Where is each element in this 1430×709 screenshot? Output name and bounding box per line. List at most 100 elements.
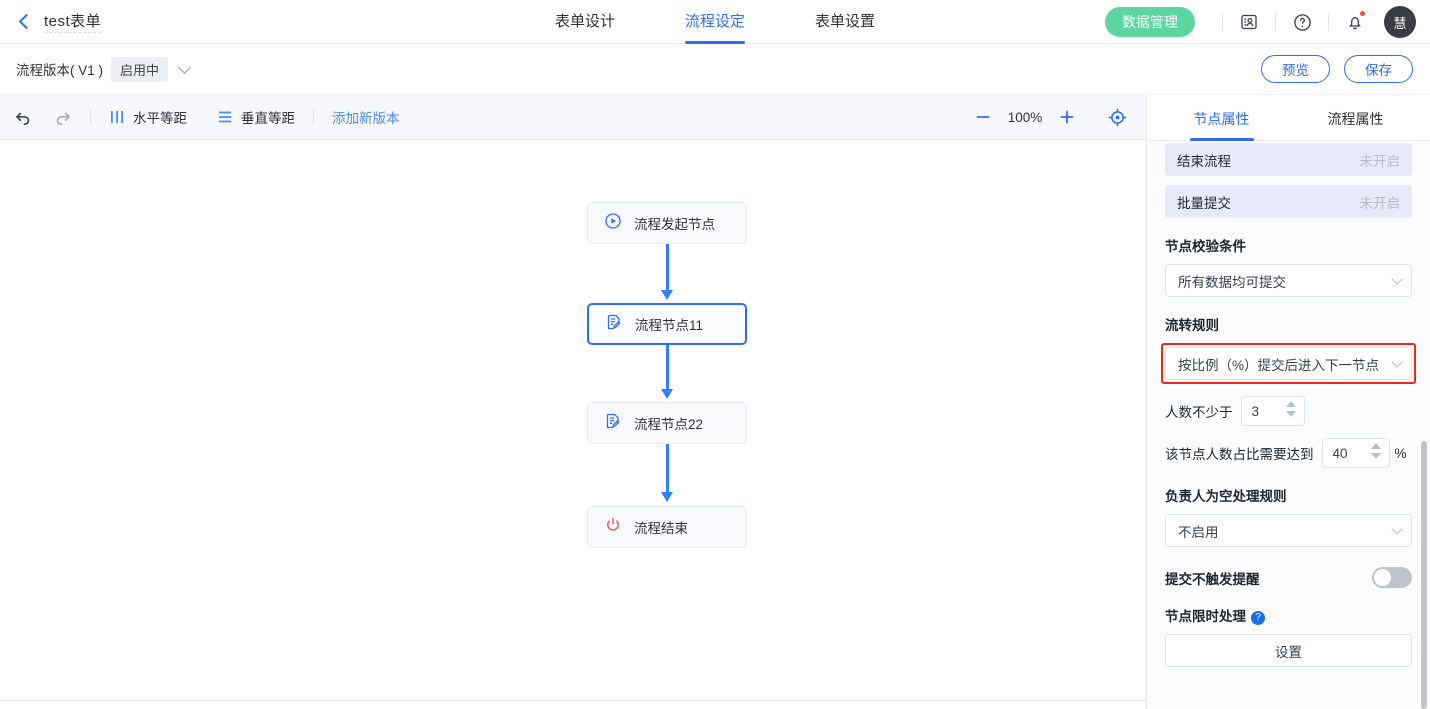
chevron-down-icon — [1391, 522, 1403, 535]
select-value: 不启用 — [1178, 524, 1219, 540]
panel-tabs: 节点属性 流程属性 — [1147, 95, 1430, 141]
flow-node-label: 流程节点11 — [635, 318, 704, 333]
align-horizontal-icon — [111, 111, 123, 123]
tab-flow-properties[interactable]: 流程属性 — [1327, 110, 1384, 127]
flow-node-label: 流程结束 — [634, 521, 688, 536]
top-right-actions: 数据管理 — [1105, 0, 1416, 44]
redo-arrow-icon[interactable] — [53, 108, 72, 127]
edge-line — [666, 444, 669, 496]
panel-body: 结束流程 未开启 批量提交 未开启 节点校验条件 所有数据均可提交 流转规则 按… — [1147, 141, 1430, 709]
tab-node-properties[interactable]: 节点属性 — [1189, 95, 1254, 141]
top-bar: test表单 表单设计 流程设定 表单设置 数据管理 — [0, 0, 1430, 44]
edge-arrow-icon — [661, 389, 673, 399]
main-nav-tabs: 表单设计 流程设定 表单设置 — [0, 0, 1430, 44]
flow-diagram: 流程发起节点 流程节点11 — [587, 202, 747, 548]
save-button[interactable]: 保存 — [1344, 55, 1413, 83]
flow-edge — [587, 345, 747, 402]
flow-node-start[interactable]: 流程发起节点 — [587, 202, 747, 244]
divider — [90, 109, 91, 125]
preview-button[interactable]: 预览 — [1261, 55, 1330, 83]
edge-line — [666, 244, 669, 294]
row-batch-submit[interactable]: 批量提交 未开启 — [1165, 185, 1412, 218]
zoom-level: 100% — [1007, 109, 1043, 125]
back-chevron-icon[interactable] — [18, 15, 32, 29]
tab-form-design[interactable]: 表单设计 — [554, 13, 615, 30]
tab-flow-settings[interactable]: 流程设定 — [684, 0, 746, 44]
no-remind-label: 提交不触发提醒 — [1165, 571, 1260, 587]
play-circle-icon — [604, 212, 622, 235]
ratio-unit: % — [1394, 445, 1407, 461]
no-remind-toggle[interactable] — [1372, 567, 1412, 588]
row-label: 结束流程 — [1177, 153, 1231, 169]
time-limit-settings-button[interactable]: 设置 — [1165, 634, 1412, 667]
chevron-down-icon[interactable] — [178, 60, 191, 74]
contact-card-icon[interactable] — [1236, 9, 1262, 35]
transfer-rule-label: 流转规则 — [1165, 318, 1219, 333]
flow-node-22[interactable]: 流程节点22 — [587, 402, 747, 444]
stepper-up-icon[interactable] — [1371, 443, 1381, 449]
select-value: 所有数据均可提交 — [1178, 274, 1286, 290]
ratio-input[interactable] — [1322, 445, 1361, 461]
help-circle-icon[interactable] — [1289, 9, 1315, 35]
align-vertical-button[interactable]: 垂直等距 — [217, 107, 295, 127]
align-horizontal-label: 水平等距 — [133, 111, 187, 126]
version-label: 流程版本( V1 ) — [16, 63, 104, 78]
min-people-label: 人数不少于 — [1165, 405, 1233, 420]
flow-node-label: 流程节点22 — [634, 417, 704, 432]
divider — [313, 109, 314, 125]
flow-canvas[interactable]: 流程发起节点 流程节点11 — [0, 140, 1146, 709]
ratio-label: 该节点人数占比需要达到 — [1165, 447, 1314, 462]
back-and-title: test表单 — [0, 10, 102, 33]
stepper-down-icon[interactable] — [1371, 453, 1381, 459]
data-management-button[interactable]: 数据管理 — [1105, 7, 1195, 37]
edge-arrow-icon — [661, 290, 673, 300]
transfer-rule-select[interactable]: 按比例（%）提交后进入下一节点 — [1165, 347, 1412, 380]
min-people-row: 人数不少于 — [1165, 396, 1412, 426]
empty-owner-label: 负责人为空处理规则 — [1165, 489, 1287, 504]
transfer-rule-highlight: 按比例（%）提交后进入下一节点 — [1161, 343, 1416, 384]
undo-arrow-icon[interactable] — [14, 108, 33, 127]
crosshair-target-icon[interactable] — [1102, 102, 1132, 132]
row-end-flow[interactable]: 结束流程 未开启 — [1165, 143, 1412, 176]
stepper-up-icon[interactable] — [1286, 401, 1296, 407]
ratio-row: 该节点人数占比需要达到 % — [1165, 438, 1412, 468]
minus-icon[interactable] — [968, 102, 998, 132]
edge-arrow-icon — [661, 492, 673, 502]
ratio-stepper[interactable] — [1321, 438, 1390, 468]
validate-condition-label: 节点校验条件 — [1165, 239, 1246, 254]
tab-form-settings[interactable]: 表单设置 — [815, 13, 876, 30]
time-limit-label: 节点限时处理? — [1165, 605, 1412, 625]
divider — [1275, 13, 1276, 31]
canvas-horizontal-scrollbar[interactable] — [0, 700, 1146, 709]
align-horizontal-button[interactable]: 水平等距 — [109, 107, 187, 127]
stepper-arrows[interactable] — [1286, 401, 1297, 417]
version-actions: 预览 保存 — [1261, 55, 1413, 83]
version-bar: 流程版本( V1 ) 启用中 预览 保存 — [0, 44, 1430, 95]
add-new-version-link[interactable]: 添加新版本 — [332, 111, 400, 126]
bell-icon[interactable] — [1342, 9, 1368, 35]
zoom-controls: 100% — [968, 102, 1132, 132]
edit-document-icon — [604, 412, 622, 435]
stepper-arrows[interactable] — [1371, 443, 1382, 459]
align-vertical-icon — [219, 111, 231, 123]
flow-node-11[interactable]: 流程节点11 — [587, 303, 747, 345]
question-help-icon[interactable]: ? — [1251, 610, 1265, 625]
properties-panel: 节点属性 流程属性 结束流程 未开启 批量提交 未开启 节点校验条件 所有数据均… — [1146, 95, 1430, 709]
empty-owner-select[interactable]: 不启用 — [1165, 514, 1412, 547]
panel-scrollbar[interactable] — [1421, 441, 1427, 709]
avatar[interactable]: 慧 — [1384, 6, 1416, 38]
page-title: test表单 — [44, 10, 102, 33]
plus-icon[interactable] — [1052, 102, 1082, 132]
flow-edge — [587, 244, 747, 303]
flow-node-end[interactable]: 流程结束 — [587, 506, 747, 548]
row-label: 批量提交 — [1177, 195, 1231, 211]
divider — [1222, 13, 1223, 31]
validate-condition-select[interactable]: 所有数据均可提交 — [1165, 264, 1412, 297]
no-remind-row: 提交不触发提醒 — [1165, 567, 1412, 588]
stepper-down-icon[interactable] — [1286, 411, 1296, 417]
min-people-input[interactable] — [1241, 403, 1276, 419]
min-people-stepper[interactable] — [1240, 396, 1305, 426]
edit-document-icon — [605, 313, 623, 336]
canvas-toolbar: 水平等距 垂直等距 添加新版本 100% — [0, 95, 1146, 140]
power-off-icon — [604, 516, 622, 539]
